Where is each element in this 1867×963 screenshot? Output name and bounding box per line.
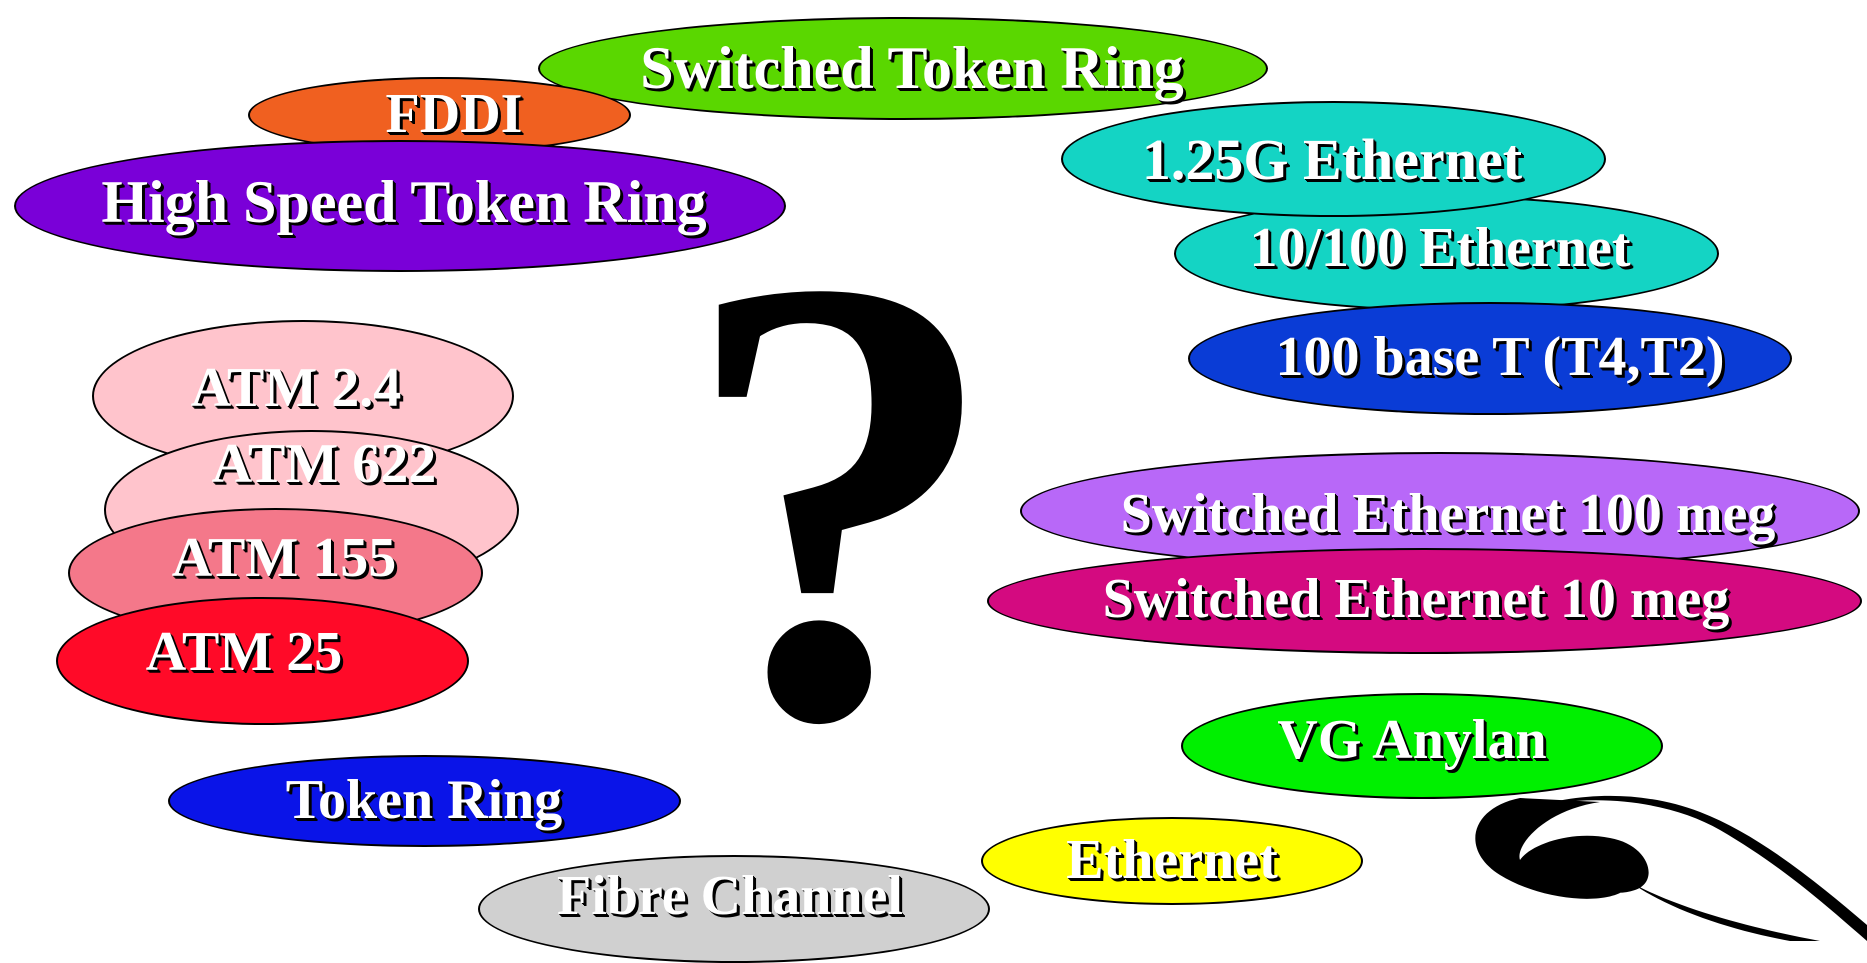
high-speed-token-ring-ellipse [14, 140, 786, 272]
swirl-logo-icon [1475, 795, 1867, 941]
atm-25-ellipse [56, 597, 469, 725]
gig-ethernet-ellipse [1061, 101, 1606, 217]
fibre-channel-label: Fibre Channel [557, 865, 903, 927]
token-ring-label: Token Ring [285, 769, 563, 831]
switched-ethernet-10-ellipse [987, 548, 1862, 654]
atm-622-label: ATM 622 [211, 433, 437, 495]
switched-ethernet-10-label: Switched Ethernet 10 meg [1102, 568, 1730, 630]
atm-25-label: ATM 25 [145, 621, 343, 683]
switched-ethernet-100-label: Switched Ethernet 100 meg [1120, 483, 1776, 545]
vg-anylan-label: VG Anylan [1277, 709, 1547, 771]
ethernet-label: Ethernet [1066, 829, 1278, 891]
ethernet-ellipse [981, 817, 1363, 905]
gig-ethernet-label: 1.25G Ethernet [1141, 127, 1523, 192]
high-speed-token-ring-label: High Speed Token Ring [101, 169, 707, 235]
ten-hundred-ethernet-label: 10/100 Ethernet [1249, 217, 1631, 279]
hundred-base-t-ellipse [1188, 302, 1792, 415]
question-mark: ? [680, 146, 1000, 854]
switched-token-ring-ellipse [538, 17, 1268, 120]
switched-token-ring-label: Switched Token Ring [640, 35, 1184, 101]
vg-anylan-ellipse [1181, 693, 1663, 799]
atm-24-label: ATM 2.4 [190, 357, 402, 419]
atm-155-label: ATM 155 [171, 527, 397, 589]
token-ring-ellipse [168, 755, 681, 847]
hundred-base-t-label: 100 base T (T4,T2) [1275, 326, 1725, 388]
fddi-label: FDDI [385, 83, 523, 145]
atm-24-ellipse [92, 320, 514, 472]
